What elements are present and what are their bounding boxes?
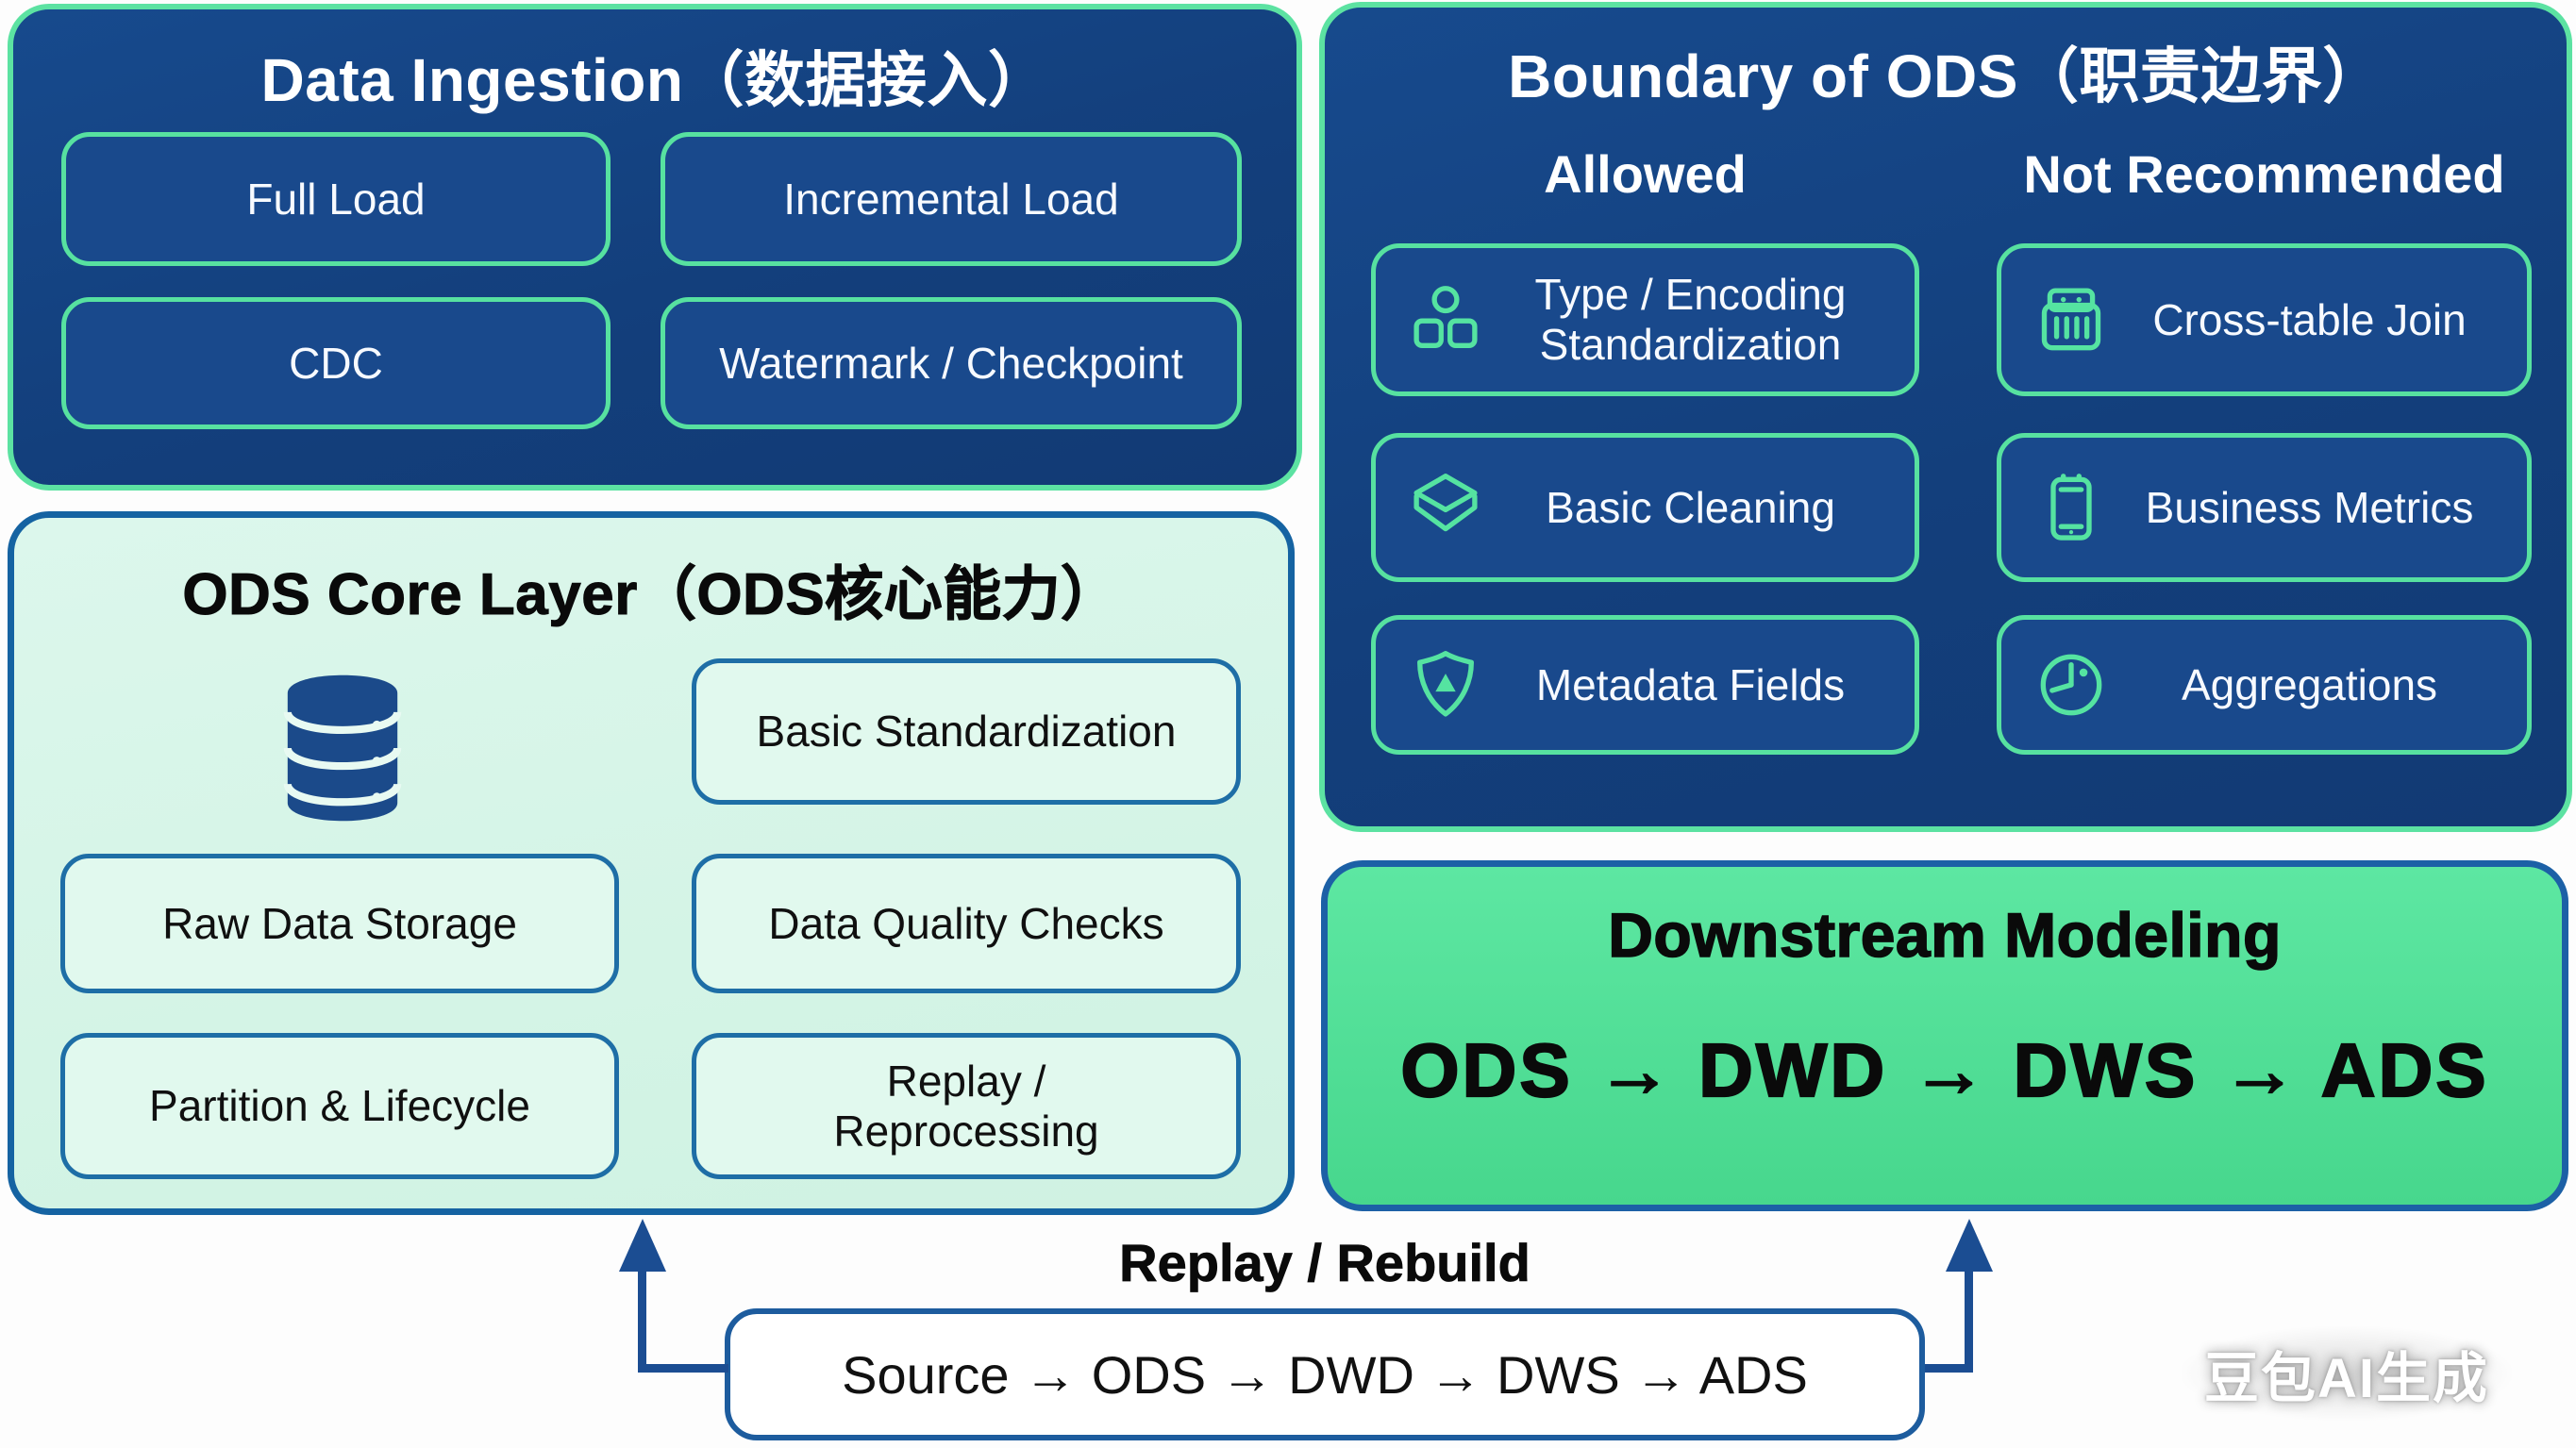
- chip-basic-cleaning: Basic Cleaning: [1371, 433, 1919, 582]
- chip-aggregations: Aggregations: [1997, 615, 2532, 755]
- chip-watermark-checkpoint: Watermark / Checkpoint: [661, 297, 1242, 429]
- chip-basic-standardization: Basic Standardization: [692, 658, 1241, 805]
- arrow-right-horizontal-line: [1925, 1364, 1973, 1373]
- table-join-icon: [2035, 284, 2107, 356]
- clock-gauge-icon: [2035, 649, 2107, 721]
- panel-downstream-modeling: Downstream Modeling ODS → DWD → DWS → AD…: [1321, 860, 2568, 1211]
- arrow-up-left-icon: [619, 1219, 666, 1272]
- chip-label: Basic Standardization: [756, 707, 1177, 757]
- chip-full-load: Full Load: [61, 132, 611, 266]
- ods-core-layer-title: ODS Core Layer（ODS核心能力）: [182, 562, 1120, 628]
- chip-cross-table-join: Cross-table Join: [1997, 243, 2532, 396]
- chip-metadata-fields: Metadata Fields: [1371, 615, 1919, 755]
- chip-label: Basic Cleaning: [1546, 482, 1835, 532]
- arrow-right-vertical-line: [1965, 1266, 1973, 1372]
- arrow-left-horizontal-line: [638, 1364, 728, 1373]
- chip-label: Replay / Reprocessing: [833, 1056, 1099, 1156]
- replay-rebuild-label: Replay / Rebuild: [1119, 1233, 1531, 1293]
- not-recommended-column-header: Not Recommended: [2023, 144, 2505, 204]
- panel-boundary-of-ods: Boundary of ODS（职责边界） Allowed Not Recomm…: [1319, 2, 2572, 832]
- org-chart-icon: [1410, 284, 1481, 356]
- downstream-modeling-title: Downstream Modeling: [1607, 899, 2282, 971]
- chip-business-metrics: Business Metrics: [1997, 433, 2532, 582]
- watermark: 豆包AI生成: [2182, 1326, 2512, 1421]
- arrow-up-right-icon: [1946, 1219, 1993, 1272]
- chip-label: Type / Encoding Standardization: [1534, 270, 1847, 369]
- chip-incremental-load: Incremental Load: [661, 132, 1242, 266]
- chip-label: Cross-table Join: [2152, 294, 2467, 344]
- replay-flow-box: Source → ODS → DWD → DWS → ADS: [725, 1308, 1925, 1440]
- chip-partition-lifecycle: Partition & Lifecycle: [60, 1033, 619, 1179]
- chip-type-encoding-standardization: Type / Encoding Standardization: [1371, 243, 1919, 396]
- chip-label: Watermark / Checkpoint: [719, 338, 1183, 388]
- chip-replay-reprocessing: Replay / Reprocessing: [692, 1033, 1241, 1179]
- replay-flow-text: Source → ODS → DWD → DWS → ADS: [842, 1344, 1808, 1405]
- chip-label: Metadata Fields: [1535, 659, 1846, 709]
- chip-label: Aggregations: [2181, 659, 2438, 709]
- chip-data-quality-checks: Data Quality Checks: [692, 854, 1241, 993]
- chip-label: Incremental Load: [783, 174, 1119, 224]
- database-icon: [276, 673, 409, 824]
- panel-data-ingestion: Data Ingestion（数据接入） Full Load Increment…: [8, 4, 1302, 491]
- data-ingestion-title: Data Ingestion（数据接入）: [260, 46, 1049, 114]
- chip-label: CDC: [289, 338, 383, 388]
- allowed-column-header: Allowed: [1544, 144, 1747, 204]
- arrow-left-vertical-line: [638, 1266, 646, 1372]
- chip-cdc: CDC: [61, 297, 611, 429]
- panel-ods-core-layer: ODS Core Layer（ODS核心能力） Basic Standardiz…: [8, 511, 1295, 1215]
- downstream-flow-text: ODS → DWD → DWS → ADS: [1399, 1027, 2489, 1113]
- chip-raw-data-storage: Raw Data Storage: [60, 854, 619, 993]
- chip-label: Data Quality Checks: [768, 898, 1164, 948]
- chip-label: Full Load: [246, 174, 426, 224]
- boundary-title: Boundary of ODS（职责边界）: [1508, 42, 2384, 110]
- chip-label: Business Metrics: [2145, 482, 2474, 532]
- shield-check-icon: [1410, 649, 1481, 721]
- chip-label: Raw Data Storage: [162, 898, 517, 948]
- tablet-metrics-icon: [2035, 472, 2107, 543]
- chip-label: Partition & Lifecycle: [149, 1081, 530, 1131]
- layers-icon: [1410, 472, 1481, 543]
